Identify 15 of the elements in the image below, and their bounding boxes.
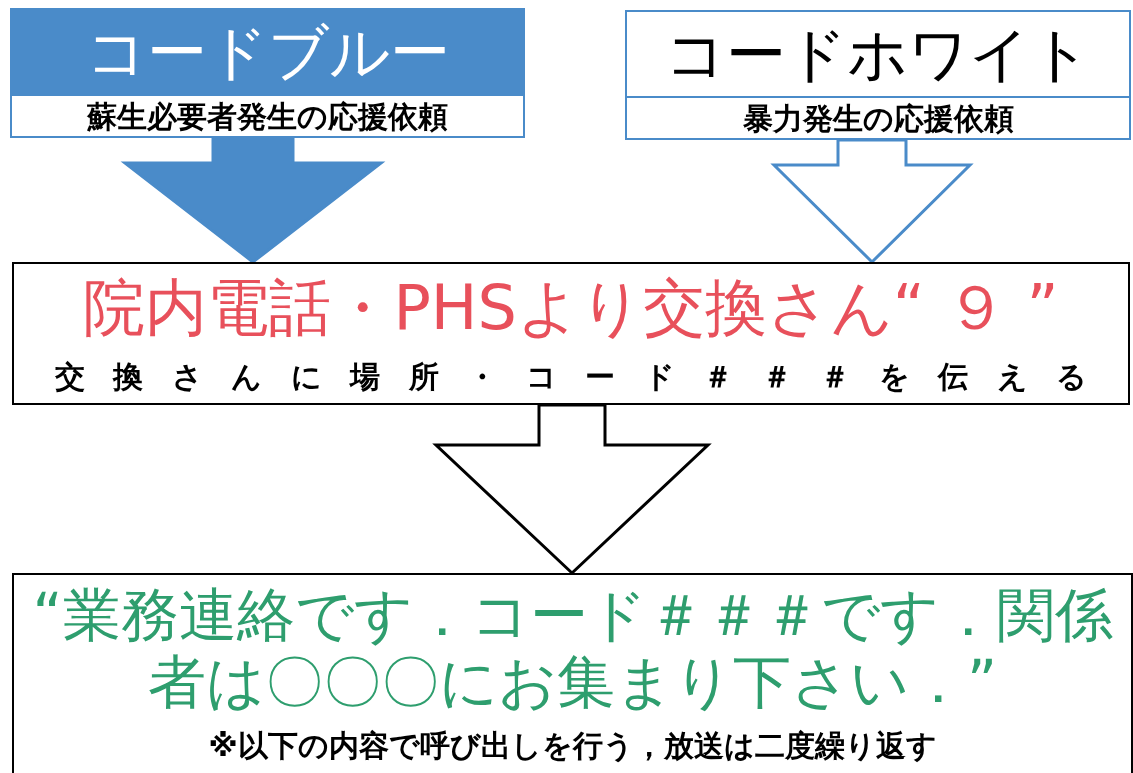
process-box xyxy=(12,262,1130,405)
node-subtitle: 暴力発生の応援依頼 xyxy=(742,101,1014,137)
process-box xyxy=(10,8,525,138)
process-box xyxy=(12,573,1133,773)
node-title: 院内電話・PHSより交換さん“ ９ ” xyxy=(83,272,1059,344)
node-note: ※以下の内容で呼び出しを行う，放送は二度繰り返す xyxy=(208,728,937,764)
node-title: コードブルー xyxy=(85,17,450,87)
node-title: コードホワイト xyxy=(665,19,1091,89)
node-subtitle: 交換さんに場所・コード＃＃＃を伝える xyxy=(54,359,1116,395)
block-arrow xyxy=(770,138,974,265)
block-arrow xyxy=(432,403,712,576)
block-arrow xyxy=(120,136,386,264)
announcement-text: “業務連絡です．コード＃＃＃です．関係者は〇〇〇にお集まり下さい．” xyxy=(31,582,1114,716)
node-subtitle: 蘇生必要者発生の応援依頼 xyxy=(87,99,448,135)
process-box xyxy=(625,10,1131,140)
